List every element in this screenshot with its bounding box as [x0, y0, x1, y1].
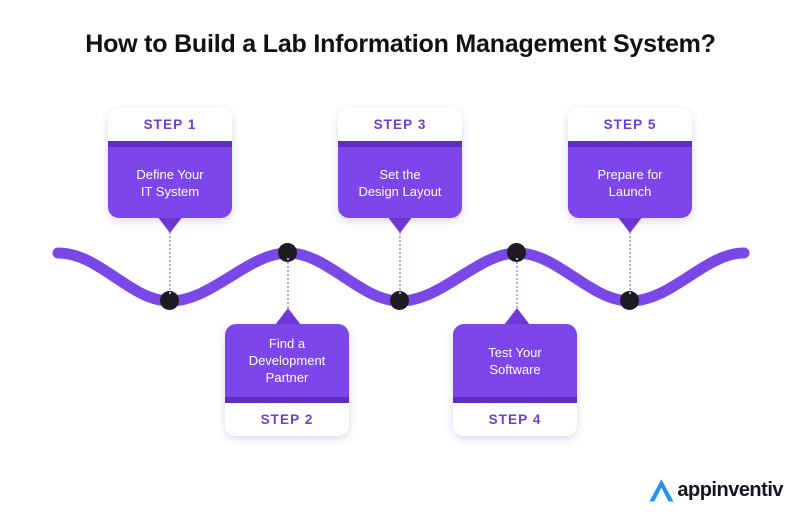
step-card-3-title-line1: Set the	[379, 166, 421, 182]
wave-dot-step-3	[390, 291, 409, 310]
pointer-triangle-step-4	[504, 308, 530, 325]
step-card-5[interactable]: STEP 5 Prepare for Launch	[568, 108, 692, 218]
step-card-2[interactable]: Find a Development Partner STEP 2	[225, 324, 349, 436]
step-card-3-label: STEP 3	[338, 108, 462, 141]
step-card-4-title-line2: Software	[489, 361, 541, 377]
step-card-4[interactable]: Test Your Software STEP 4	[453, 324, 577, 436]
pointer-triangle-step-2	[275, 308, 301, 325]
appinventiv-logo: appinventiv	[648, 478, 783, 503]
connector-line-step-5	[629, 232, 631, 294]
step-card-2-label: STEP 2	[225, 403, 349, 436]
step-card-1-title-line2: IT System	[140, 183, 200, 199]
connector-line-step-1	[169, 232, 171, 294]
step-card-5-title-line2: Launch	[608, 183, 652, 199]
step-card-5-body: Prepare for Launch	[568, 141, 692, 218]
step-card-1-body: Define Your IT System	[108, 141, 232, 218]
step-card-2-title-line3: Partner	[265, 370, 309, 385]
appinventiv-a-mark	[649, 479, 674, 502]
step-card-3-body: Set the Design Layout	[338, 141, 462, 218]
connector-line-step-2	[287, 258, 289, 324]
wave-dot-step-4	[507, 243, 526, 262]
step-card-1-label: STEP 1	[108, 108, 232, 141]
connector-line-step-4	[516, 258, 518, 324]
step-card-5-label: STEP 5	[568, 108, 692, 141]
page-title: How to Build a Lab Information Managemen…	[85, 30, 716, 58]
pointer-triangle-step-3	[387, 216, 413, 233]
step-card-3[interactable]: STEP 3 Set the Design Layout	[338, 108, 462, 218]
appinventiv-logo-text: appinventiv	[677, 479, 783, 501]
step-card-1-title-line1: Define Your	[136, 166, 204, 182]
step-card-3-title-line2: Design Layout	[358, 183, 442, 199]
step-card-5-title-line1: Prepare for	[597, 166, 663, 182]
step-card-2-body: Find a Development Partner	[225, 324, 349, 403]
wave-dot-step-2	[278, 243, 297, 262]
step-card-4-body: Test Your Software	[453, 324, 577, 403]
step-card-4-title-line1: Test Your	[488, 344, 542, 360]
wave-dot-step-5	[620, 291, 639, 310]
connector-line-step-3	[399, 232, 401, 294]
pointer-triangle-step-1	[157, 216, 183, 233]
step-card-1[interactable]: STEP 1 Define Your IT System	[108, 108, 232, 218]
step-card-2-title-line2: Development	[248, 353, 326, 368]
wave-dot-step-1	[160, 291, 179, 310]
step-card-4-label: STEP 4	[453, 403, 577, 436]
pointer-triangle-step-5	[617, 216, 643, 233]
step-card-2-title-line1: Find a	[268, 336, 306, 351]
